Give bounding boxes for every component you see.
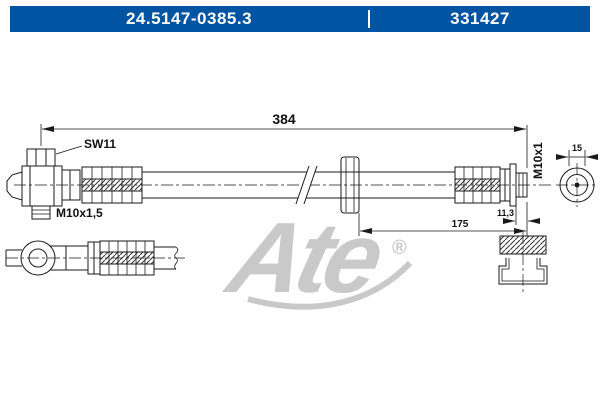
- right-crimp-sleeve: [454, 166, 501, 204]
- end-face-view: [559, 167, 595, 203]
- dim-11-3-text: 11,3: [497, 208, 514, 218]
- header-divider: [368, 10, 370, 28]
- header-bar: 24.5147-0385.3 331427: [10, 6, 590, 32]
- hose-break-squiggle: [174, 246, 179, 270]
- hose-body: [142, 156, 455, 214]
- banjo-end-alt-view: [5, 240, 179, 276]
- threaded-end-m10x1: [515, 172, 528, 198]
- registered-mark: ®: [392, 237, 407, 259]
- part-number: 24.5147-0385.3: [125, 9, 253, 28]
- break-mark: [295, 165, 310, 205]
- main-hose-view: [6, 148, 528, 220]
- banjo-eye: [28, 248, 48, 268]
- ate-watermark-logo: Ate ®: [216, 201, 413, 314]
- m10x1-label: M10x1: [531, 142, 545, 179]
- threaded-stub-m10x15: [31, 205, 51, 220]
- dim-11-3: 11,3: [497, 205, 540, 225]
- hex-nut-sw11: [26, 148, 56, 167]
- right-fitting: [499, 163, 528, 207]
- break-gap: [296, 166, 317, 204]
- mounting-grommet: [340, 156, 360, 214]
- left-fitting: [6, 148, 81, 220]
- dim-overall-length: 384: [40, 111, 528, 168]
- dim-15-text: 15: [572, 143, 582, 153]
- dim-384-text: 384: [272, 111, 296, 127]
- watermark-swoosh: [247, 260, 413, 310]
- reference-number: 331427: [450, 9, 510, 28]
- dim-15: 15: [556, 143, 598, 166]
- dimensions: 384 175 11,3 15 SW11: [40, 111, 598, 236]
- dim-175: 175: [358, 202, 528, 236]
- m10x15-label: M10x1,5: [56, 206, 103, 220]
- sw11-label: SW11: [84, 137, 116, 151]
- break-mark: [303, 165, 318, 205]
- left-crimp-sleeve: [81, 166, 143, 204]
- sw11-leader-line: [55, 145, 83, 155]
- bracket-cross-section: [498, 235, 548, 285]
- dim-175-text: 175: [452, 219, 469, 230]
